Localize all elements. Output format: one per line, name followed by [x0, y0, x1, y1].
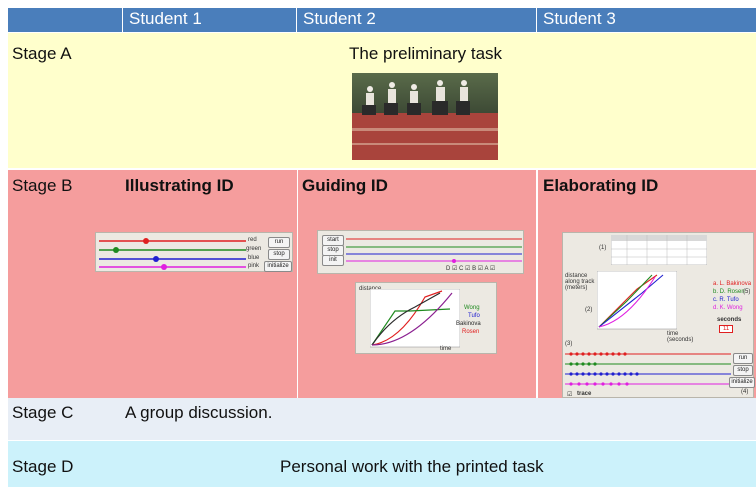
race-photo — [352, 73, 498, 160]
elaborating-initialize-button[interactable]: initialize — [729, 377, 755, 388]
stage-b-cell-1 — [8, 170, 297, 398]
elaborating-panel: (1) distance along track (meters) (2) ti… — [562, 232, 755, 398]
stage-d-task: Personal work with the printed task — [280, 457, 544, 476]
stage-c-label: Stage C — [12, 403, 74, 422]
stage-c-row — [8, 398, 756, 440]
stop-button[interactable]: stop — [268, 249, 290, 260]
elaborating-tracks — [565, 352, 731, 386]
illustrating-panel: red green blue pink run stop initialize — [95, 232, 293, 272]
trace-label: trace — [577, 391, 592, 397]
stage-d-row — [8, 441, 756, 487]
stage-a-task: The preliminary task — [349, 44, 503, 63]
elaborating-stop-button[interactable]: stop — [733, 365, 753, 376]
race-photo-image — [352, 73, 498, 160]
illustrating-tracks — [99, 238, 246, 270]
elaborating-buttons-label: (4) — [741, 389, 749, 395]
stage-a-label: Stage A — [12, 44, 72, 63]
legend-wong: Wong — [464, 305, 480, 311]
elaborating-graph — [597, 271, 677, 330]
elab-legend-a: a. L. Bakinova — [713, 281, 752, 287]
illustrating-id-title: Illustrating ID — [125, 176, 234, 195]
elaborating-ylabel: distance along track (meters) — [565, 273, 595, 291]
guiding-id-title: Guiding ID — [302, 176, 388, 195]
seconds-label: seconds — [717, 317, 742, 323]
line-label-green: green — [246, 246, 262, 252]
elaborating-table — [611, 235, 707, 265]
line-label-blue: blue — [248, 255, 260, 261]
run-button[interactable]: run — [268, 237, 290, 248]
elaborating-id-title: Elaborating ID — [543, 176, 659, 195]
guiding-graph — [370, 289, 460, 348]
guiding-top-panel: start stop init D ☑ C ☑ B ☑ A ☑ — [317, 230, 524, 274]
guiding-graph-panel: distance time Wong Tufo Bakinova Rosen — [355, 282, 497, 354]
header-student-2: Student 2 — [297, 8, 536, 32]
legend-rosen: Rosen — [462, 329, 480, 335]
line-label-red: red — [248, 237, 257, 243]
elab-legend-b: b. D. Rosen — [713, 289, 745, 295]
elaborating-table-label: (1) — [599, 245, 607, 251]
header-corner — [8, 8, 122, 32]
legend-tufo: Tufo — [468, 313, 480, 319]
guiding-checkboxes[interactable]: D ☑ C ☑ B ☑ A ☑ — [446, 266, 496, 272]
trace-checkbox-icon[interactable]: ☑ — [567, 392, 573, 398]
init-button[interactable]: init — [322, 255, 344, 266]
line-label-pink: pink — [248, 263, 260, 269]
elab-legend-number: (5) — [743, 289, 751, 295]
stage-b-label: Stage B — [12, 176, 73, 195]
stage-c-task: A group discussion. — [125, 403, 273, 422]
stage-d-label: Stage D — [12, 457, 74, 476]
guiding-graph-xlabel: time — [440, 346, 452, 352]
initialize-button[interactable]: initialize — [264, 261, 292, 272]
elaborating-graph-label: (2) — [585, 307, 593, 313]
header-student-3: Student 3 — [537, 8, 756, 32]
guiding-tracks — [346, 238, 522, 263]
elaborating-track-label: (3) — [565, 341, 573, 347]
elab-legend-d: d. K. Wong — [713, 305, 743, 311]
elaborating-run-button[interactable]: run — [733, 353, 753, 364]
header-student-1: Student 1 — [123, 8, 296, 32]
seconds-value: 11 — [719, 325, 734, 333]
elaborating-xlabel: time (seconds) — [667, 331, 694, 343]
elab-legend-c: c. R. Tufo — [713, 297, 739, 303]
legend-bakinova: Bakinova — [456, 321, 481, 327]
